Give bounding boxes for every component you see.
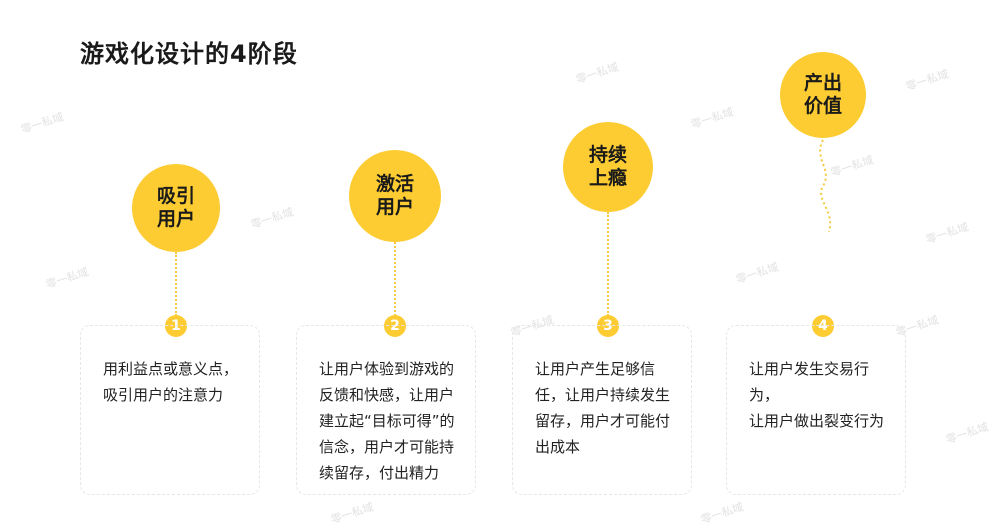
stage-1-connector <box>175 252 177 316</box>
stage-4-number: 4 <box>812 315 834 337</box>
stage-1-number: 1 <box>165 315 187 337</box>
stage-4-description: 让用户发生交易行为， 让用户做出裂变行为 <box>749 360 885 430</box>
watermark: 零一私域 <box>329 500 376 527</box>
stage-2-connector <box>394 242 396 316</box>
stage-4-box: 让用户发生交易行为， 让用户做出裂变行为 <box>726 325 906 495</box>
stage-1-description: 用利益点或意义点， 吸引用户的注意力 <box>103 360 239 404</box>
stage-1-box: 用利益点或意义点， 吸引用户的注意力 <box>80 325 260 495</box>
watermark: 零一私域 <box>699 500 746 527</box>
stage-4-connector <box>819 139 832 233</box>
watermark: 零一私域 <box>944 420 991 447</box>
stage-3-connector <box>607 212 609 316</box>
stage-3-label: 持续 上瘾 <box>588 144 627 189</box>
stage-3-circle: 持续 上瘾 <box>563 122 653 212</box>
watermark: 零一私域 <box>924 220 971 247</box>
watermark: 零一私域 <box>734 260 781 287</box>
stage-3-box: 让用户产生足够信 任，让用户持续发生 留存，用户才可能付 出成本 <box>512 325 692 495</box>
stage-2-label: 激活 用户 <box>375 173 414 218</box>
watermark: 零一私域 <box>904 67 951 94</box>
stage-1-label: 吸引 用户 <box>156 185 195 230</box>
watermark: 零一私域 <box>19 110 66 137</box>
stage-2-box: 让用户体验到游戏的 反馈和快感，让用户 建立起“目标可得”的 信念，用户才可能持… <box>296 325 476 495</box>
stage-3-number: 3 <box>597 315 619 337</box>
stage-2-circle: 激活 用户 <box>349 150 441 242</box>
stage-4-label: 产出 价值 <box>803 72 842 117</box>
page-title: 游戏化设计的4阶段 <box>80 40 298 68</box>
stage-2-number: 2 <box>384 315 406 337</box>
watermark: 零一私域 <box>574 60 621 87</box>
stage-3-description: 让用户产生足够信 任，让用户持续发生 留存，用户才可能付 出成本 <box>535 360 671 456</box>
stage-1-circle: 吸引 用户 <box>132 164 220 252</box>
stage-2-description: 让用户体验到游戏的 反馈和快感，让用户 建立起“目标可得”的 信念，用户才可能持… <box>319 360 455 482</box>
stage-4-circle: 产出 价值 <box>780 52 866 138</box>
watermark: 零一私域 <box>689 105 736 132</box>
watermark: 零一私域 <box>249 205 296 232</box>
watermark: 零一私域 <box>44 265 91 292</box>
